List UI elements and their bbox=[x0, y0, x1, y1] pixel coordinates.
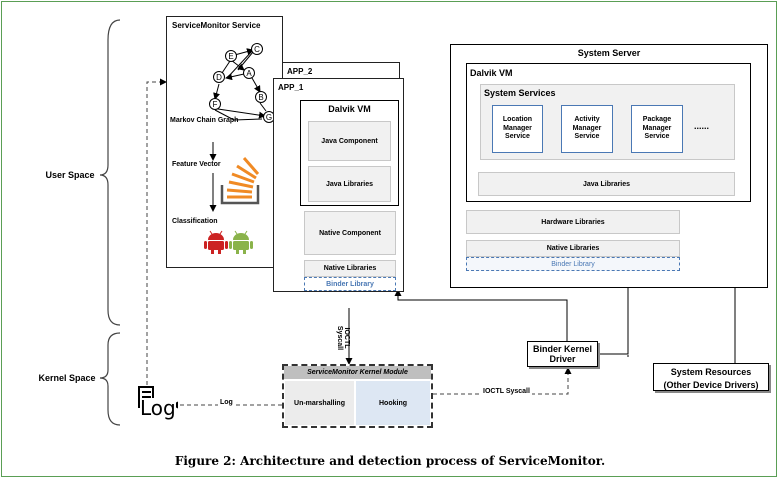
system-java-libraries-box: Java Libraries bbox=[478, 172, 735, 196]
android-red-icon bbox=[204, 230, 228, 254]
app-dalvik-vm-title: Dalvik VM bbox=[328, 104, 371, 114]
user-space-label: User Space bbox=[45, 170, 95, 180]
markov-node: F bbox=[209, 98, 221, 110]
figure-caption: Figure 2: Architecture and detection pro… bbox=[174, 454, 606, 468]
binder-to-system-edge bbox=[598, 276, 632, 355]
markov-node: E bbox=[225, 50, 237, 62]
binder-to-app-edge bbox=[394, 289, 568, 342]
system-server-title: System Server bbox=[577, 48, 641, 58]
log-icon: Log bbox=[136, 386, 176, 422]
servicemonitor-service-title: ServiceMonitor Service bbox=[172, 21, 261, 30]
android-green-icon bbox=[229, 230, 253, 254]
unmarshalling-box: Un-marshalling bbox=[285, 381, 354, 425]
ioctl-syscall-horizontal-label: IOCTL Syscall bbox=[481, 388, 532, 395]
log-edge-label: Log bbox=[218, 399, 235, 406]
app-native-libraries-box: Native Libraries bbox=[304, 260, 396, 277]
markov-node: C bbox=[251, 43, 263, 55]
user-space-brace bbox=[99, 19, 121, 326]
markov-node: A bbox=[243, 67, 255, 79]
system-resources-box: System Resources (Other Device Drivers) bbox=[653, 363, 769, 391]
system-resources-line2: (Other Device Drivers) bbox=[663, 379, 759, 390]
ioctl-syscall-vertical-label: IOCTL Syscall bbox=[336, 325, 350, 351]
binder-kernel-driver-box: Binder Kernel Driver bbox=[527, 341, 598, 367]
app-binder-library-box: Binder Library bbox=[304, 277, 396, 291]
package-manager-service-box: Package Manager Service bbox=[631, 105, 683, 153]
markov-node: B bbox=[255, 91, 267, 103]
location-manager-service-box: Location Manager Service bbox=[492, 105, 543, 153]
markov-graph-edges bbox=[213, 48, 267, 121]
log-icon-text: Log bbox=[140, 396, 176, 420]
feature-vector-label: Feature Vector bbox=[172, 161, 221, 168]
log-to-service-dashed bbox=[146, 78, 167, 385]
stack-logo-icon bbox=[220, 157, 260, 205]
system-native-libraries-box: Native Libraries bbox=[466, 240, 680, 257]
system-resources-line1: System Resources bbox=[670, 366, 752, 377]
kernel-module-title: ServiceMonitor Kernel Module bbox=[284, 366, 431, 379]
services-ellipsis: ...... bbox=[694, 121, 710, 131]
system-services-title: System Services bbox=[484, 88, 556, 98]
app1-title: APP_1 bbox=[278, 83, 304, 92]
app2-title: APP_2 bbox=[287, 67, 313, 76]
java-component-box: Java Component bbox=[308, 121, 391, 161]
app-java-libraries-box: Java Libraries bbox=[308, 166, 391, 202]
system-binder-library-box: Binder Library bbox=[466, 257, 680, 271]
markov-node: D bbox=[213, 71, 225, 83]
system-dalvik-vm-title: Dalvik VM bbox=[470, 68, 513, 78]
activity-manager-service-box: Activity Manager Service bbox=[561, 105, 613, 153]
hooking-box: Hooking bbox=[356, 381, 430, 425]
classification-label: Classification bbox=[172, 218, 218, 225]
native-component-box: Native Component bbox=[304, 211, 396, 255]
kernel-to-binder-edge bbox=[433, 367, 572, 395]
kernel-space-brace bbox=[99, 332, 121, 426]
markov-chain-label: Markov Chain Graph bbox=[170, 117, 239, 124]
kernel-space-label: Kernel Space bbox=[38, 373, 96, 383]
hardware-libraries-box: Hardware Libraries bbox=[466, 210, 680, 234]
